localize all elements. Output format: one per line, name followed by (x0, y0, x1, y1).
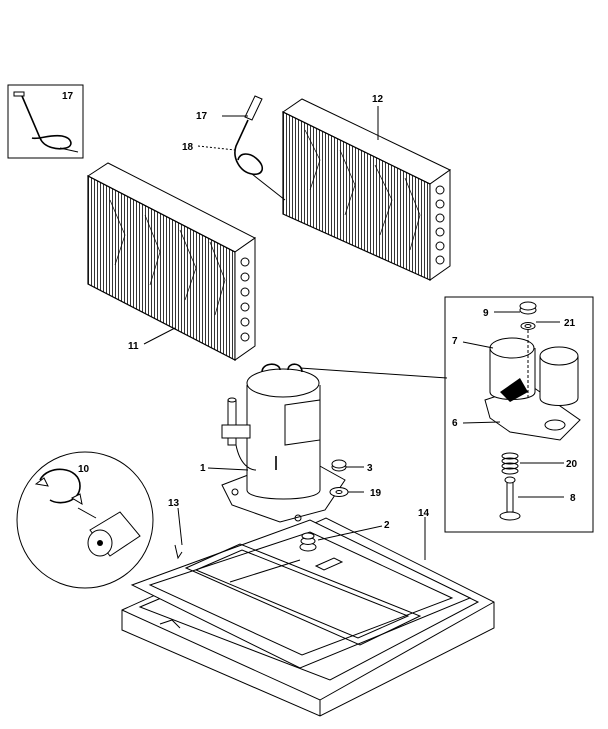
callout-20: 20 (566, 459, 578, 470)
spring (501, 452, 519, 475)
callout-8: 8 (570, 493, 576, 504)
callout-9: 9 (483, 308, 489, 319)
callout-6: 6 (452, 418, 458, 429)
coil-tube-bends (240, 257, 250, 342)
coil-tube-bends (435, 185, 445, 265)
compressor (221, 363, 346, 523)
inset-clamp (16, 451, 154, 589)
inset-mount-assembly (444, 296, 594, 533)
callout-19: 19 (370, 488, 382, 499)
callout-2: 2 (384, 520, 390, 531)
inset-capillary-tube (7, 84, 84, 159)
callout-7: 7 (452, 336, 458, 347)
callout-18: 18 (182, 142, 194, 153)
callout-14: 14 (418, 508, 430, 519)
callout-17-inset: 17 (62, 91, 74, 102)
evaporator-coil (87, 162, 256, 361)
callout-21: 21 (564, 318, 576, 329)
capillary-tube (234, 95, 286, 201)
nut-and-washer (329, 459, 349, 497)
callout-12: 12 (372, 94, 384, 105)
leader-lines (143, 106, 564, 560)
callout-17: 17 (196, 111, 208, 122)
callout-1: 1 (200, 463, 206, 474)
callout-3: 3 (367, 463, 373, 474)
callout-10: 10 (78, 464, 90, 475)
callout-13: 13 (168, 498, 180, 509)
base-pan (121, 517, 495, 717)
callout-labels: 17 17 18 12 11 9 21 7 6 20 8 1 3 19 10 1… (62, 91, 578, 531)
condenser-coil (282, 98, 451, 281)
callout-11: 11 (128, 341, 139, 352)
